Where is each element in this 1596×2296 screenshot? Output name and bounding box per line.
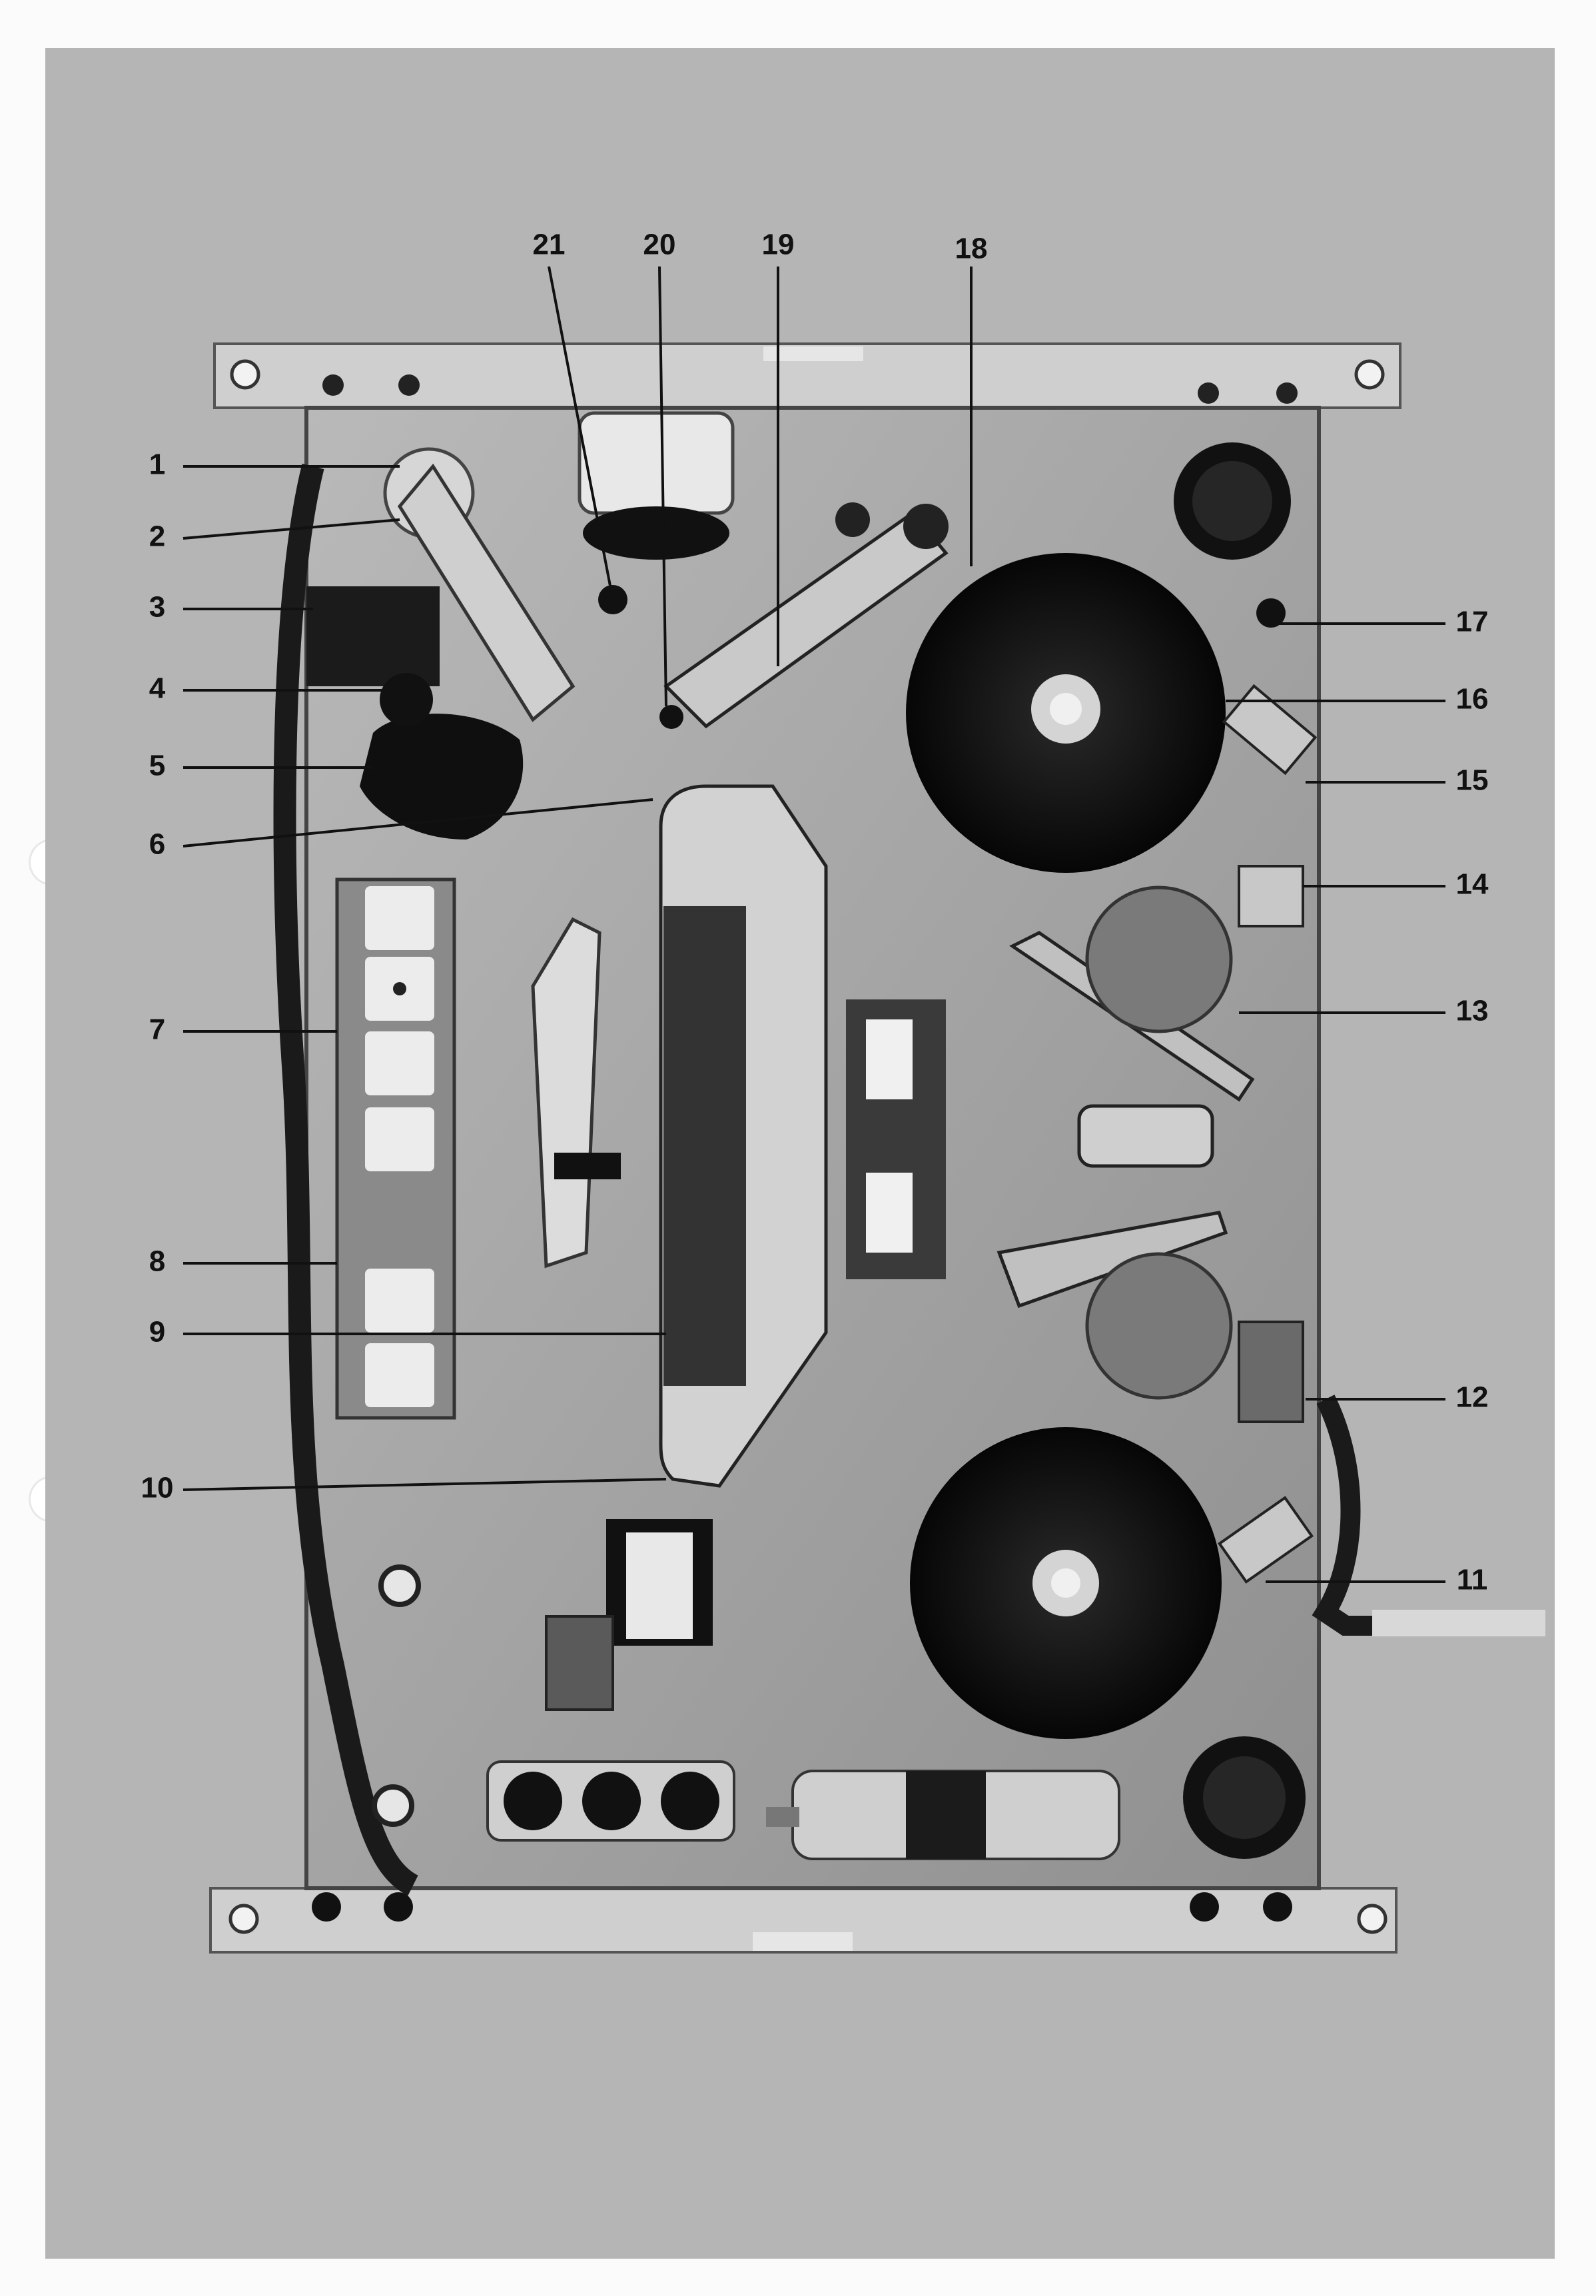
- button-bank: [335, 877, 456, 1420]
- bottom-left-sockets: [372, 1564, 735, 1842]
- callout-leader-10: [183, 1478, 667, 1491]
- callout-label-19: 19: [762, 229, 795, 261]
- bracket-15: [1222, 684, 1318, 776]
- callout-label-4: 4: [149, 672, 166, 705]
- callout-leader-6: [183, 798, 653, 848]
- callout-label-7: 7: [149, 1013, 165, 1046]
- bracket-14: [1238, 865, 1304, 927]
- callout-label-16: 16: [1456, 683, 1489, 716]
- callout-label-10: 10: [141, 1472, 174, 1504]
- level-meter: [578, 411, 735, 560]
- upper-guide-arm: [598, 502, 949, 729]
- bracket-12: [1238, 1321, 1304, 1423]
- callout-label-5: 5: [149, 750, 165, 782]
- bottom-right-motor: [1183, 1736, 1306, 1859]
- callout-label-14: 14: [1456, 868, 1489, 901]
- left-cable: [273, 463, 419, 1896]
- external-cable: [1372, 1610, 1545, 1636]
- callout-leader-2: [183, 518, 400, 540]
- callout-label-20: 20: [643, 229, 676, 261]
- tape-counter: [545, 1519, 713, 1711]
- callout-leader-20: [658, 266, 667, 707]
- callout-label-18: 18: [955, 233, 988, 265]
- right-cable: [1312, 1395, 1545, 1636]
- bracket-11: [1217, 1496, 1314, 1584]
- wiring-block: [846, 999, 946, 1279]
- callout-label-1: 1: [149, 448, 165, 481]
- central-head-assembly: [531, 784, 828, 1488]
- upper-cutout: [1085, 885, 1233, 1033]
- callout-label-21: 21: [533, 229, 566, 261]
- callout-label-2: 2: [149, 520, 165, 553]
- callout-label-9: 9: [149, 1316, 165, 1349]
- lower-cutout: [1085, 1252, 1233, 1400]
- callout-label-12: 12: [1456, 1381, 1489, 1414]
- callout-label-3: 3: [149, 591, 165, 624]
- motor-capacitor: [766, 1770, 1120, 1860]
- callout-label-8: 8: [149, 1245, 165, 1278]
- callout-label-15: 15: [1456, 764, 1489, 797]
- upper-reel: [906, 553, 1226, 873]
- top-left-mechanism: [306, 447, 576, 840]
- callout-label-13: 13: [1456, 995, 1489, 1027]
- bottom-mounting-rail: [209, 1887, 1397, 1954]
- callout-label-11: 11: [1457, 1564, 1488, 1596]
- top-right-motor: [1174, 442, 1291, 628]
- callout-label-6: 6: [149, 828, 165, 861]
- callout-leader-21: [548, 266, 614, 600]
- top-mounting-rail: [213, 342, 1401, 409]
- callout-label-17: 17: [1456, 606, 1489, 638]
- lower-reel: [910, 1427, 1222, 1739]
